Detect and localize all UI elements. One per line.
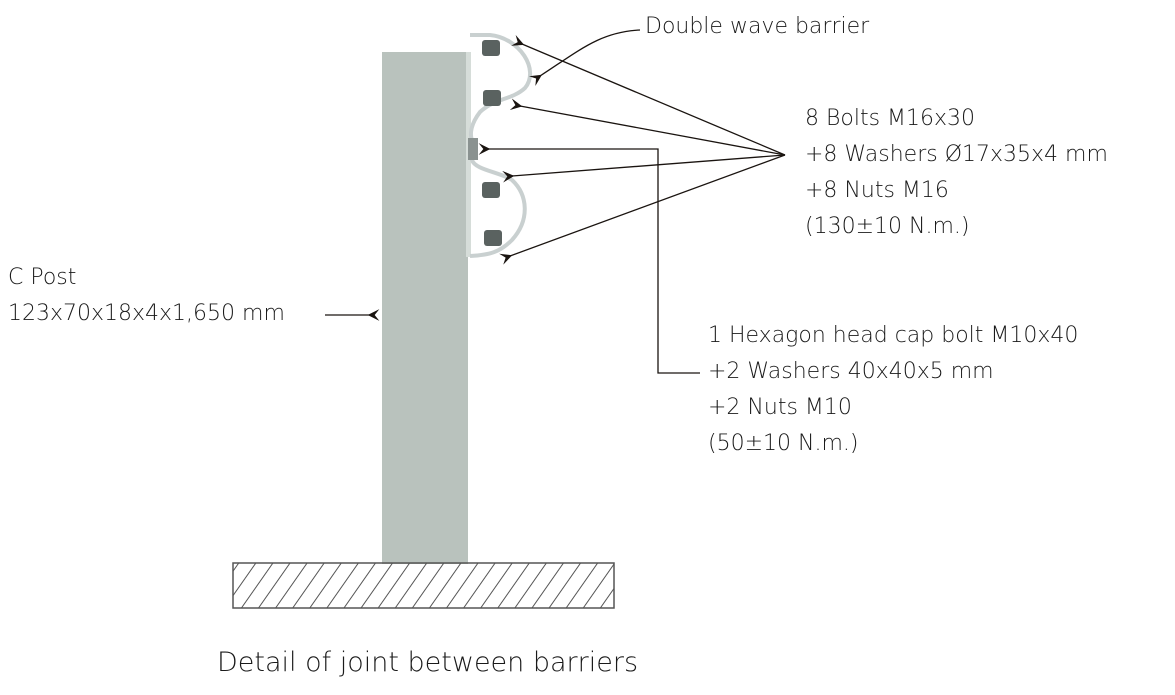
- double-wave-barrier: [469, 33, 532, 258]
- ground-base: [232, 562, 615, 609]
- barrier-leader: [528, 29, 641, 87]
- bolt-leader: [509, 98, 786, 156]
- bolt-leader: [511, 34, 786, 156]
- post-label: C Post 123x70x18x4x1,650 mm: [8, 260, 285, 332]
- bolt-leader: [502, 154, 786, 183]
- diagram-caption: Detail of joint between barriers: [217, 647, 639, 678]
- bolt-icons: [468, 40, 502, 246]
- post-line: C Post: [8, 265, 77, 290]
- hex-bolt-label: 1 Hexagon head cap bolt M10x40 +2 Washer…: [708, 318, 1078, 462]
- c-post: [382, 52, 468, 564]
- bolts-line: (130±10 N.m.): [805, 214, 970, 239]
- hex-bolt-line: +2 Washers 40x40x5 mm: [708, 359, 994, 384]
- bolt-leader: [499, 154, 786, 265]
- post-line: 123x70x18x4x1,650 mm: [8, 301, 285, 326]
- bolts-line: 8 Bolts M16x30: [805, 106, 976, 131]
- hex-bolt-leader: [478, 143, 700, 374]
- bolts-label: 8 Bolts M16x30 +8 Washers Ø17x35x4 mm +8…: [805, 101, 1108, 245]
- bolts-line: +8 Nuts M16: [805, 178, 949, 203]
- bolts-line: +8 Washers Ø17x35x4 mm: [805, 142, 1108, 167]
- hex-bolt-line: (50±10 N.m.): [708, 431, 859, 456]
- hex-bolt-line: 1 Hexagon head cap bolt M10x40: [708, 323, 1079, 348]
- barrier-label: Double wave barrier: [645, 14, 870, 39]
- hex-bolt-line: +2 Nuts M10: [708, 395, 852, 420]
